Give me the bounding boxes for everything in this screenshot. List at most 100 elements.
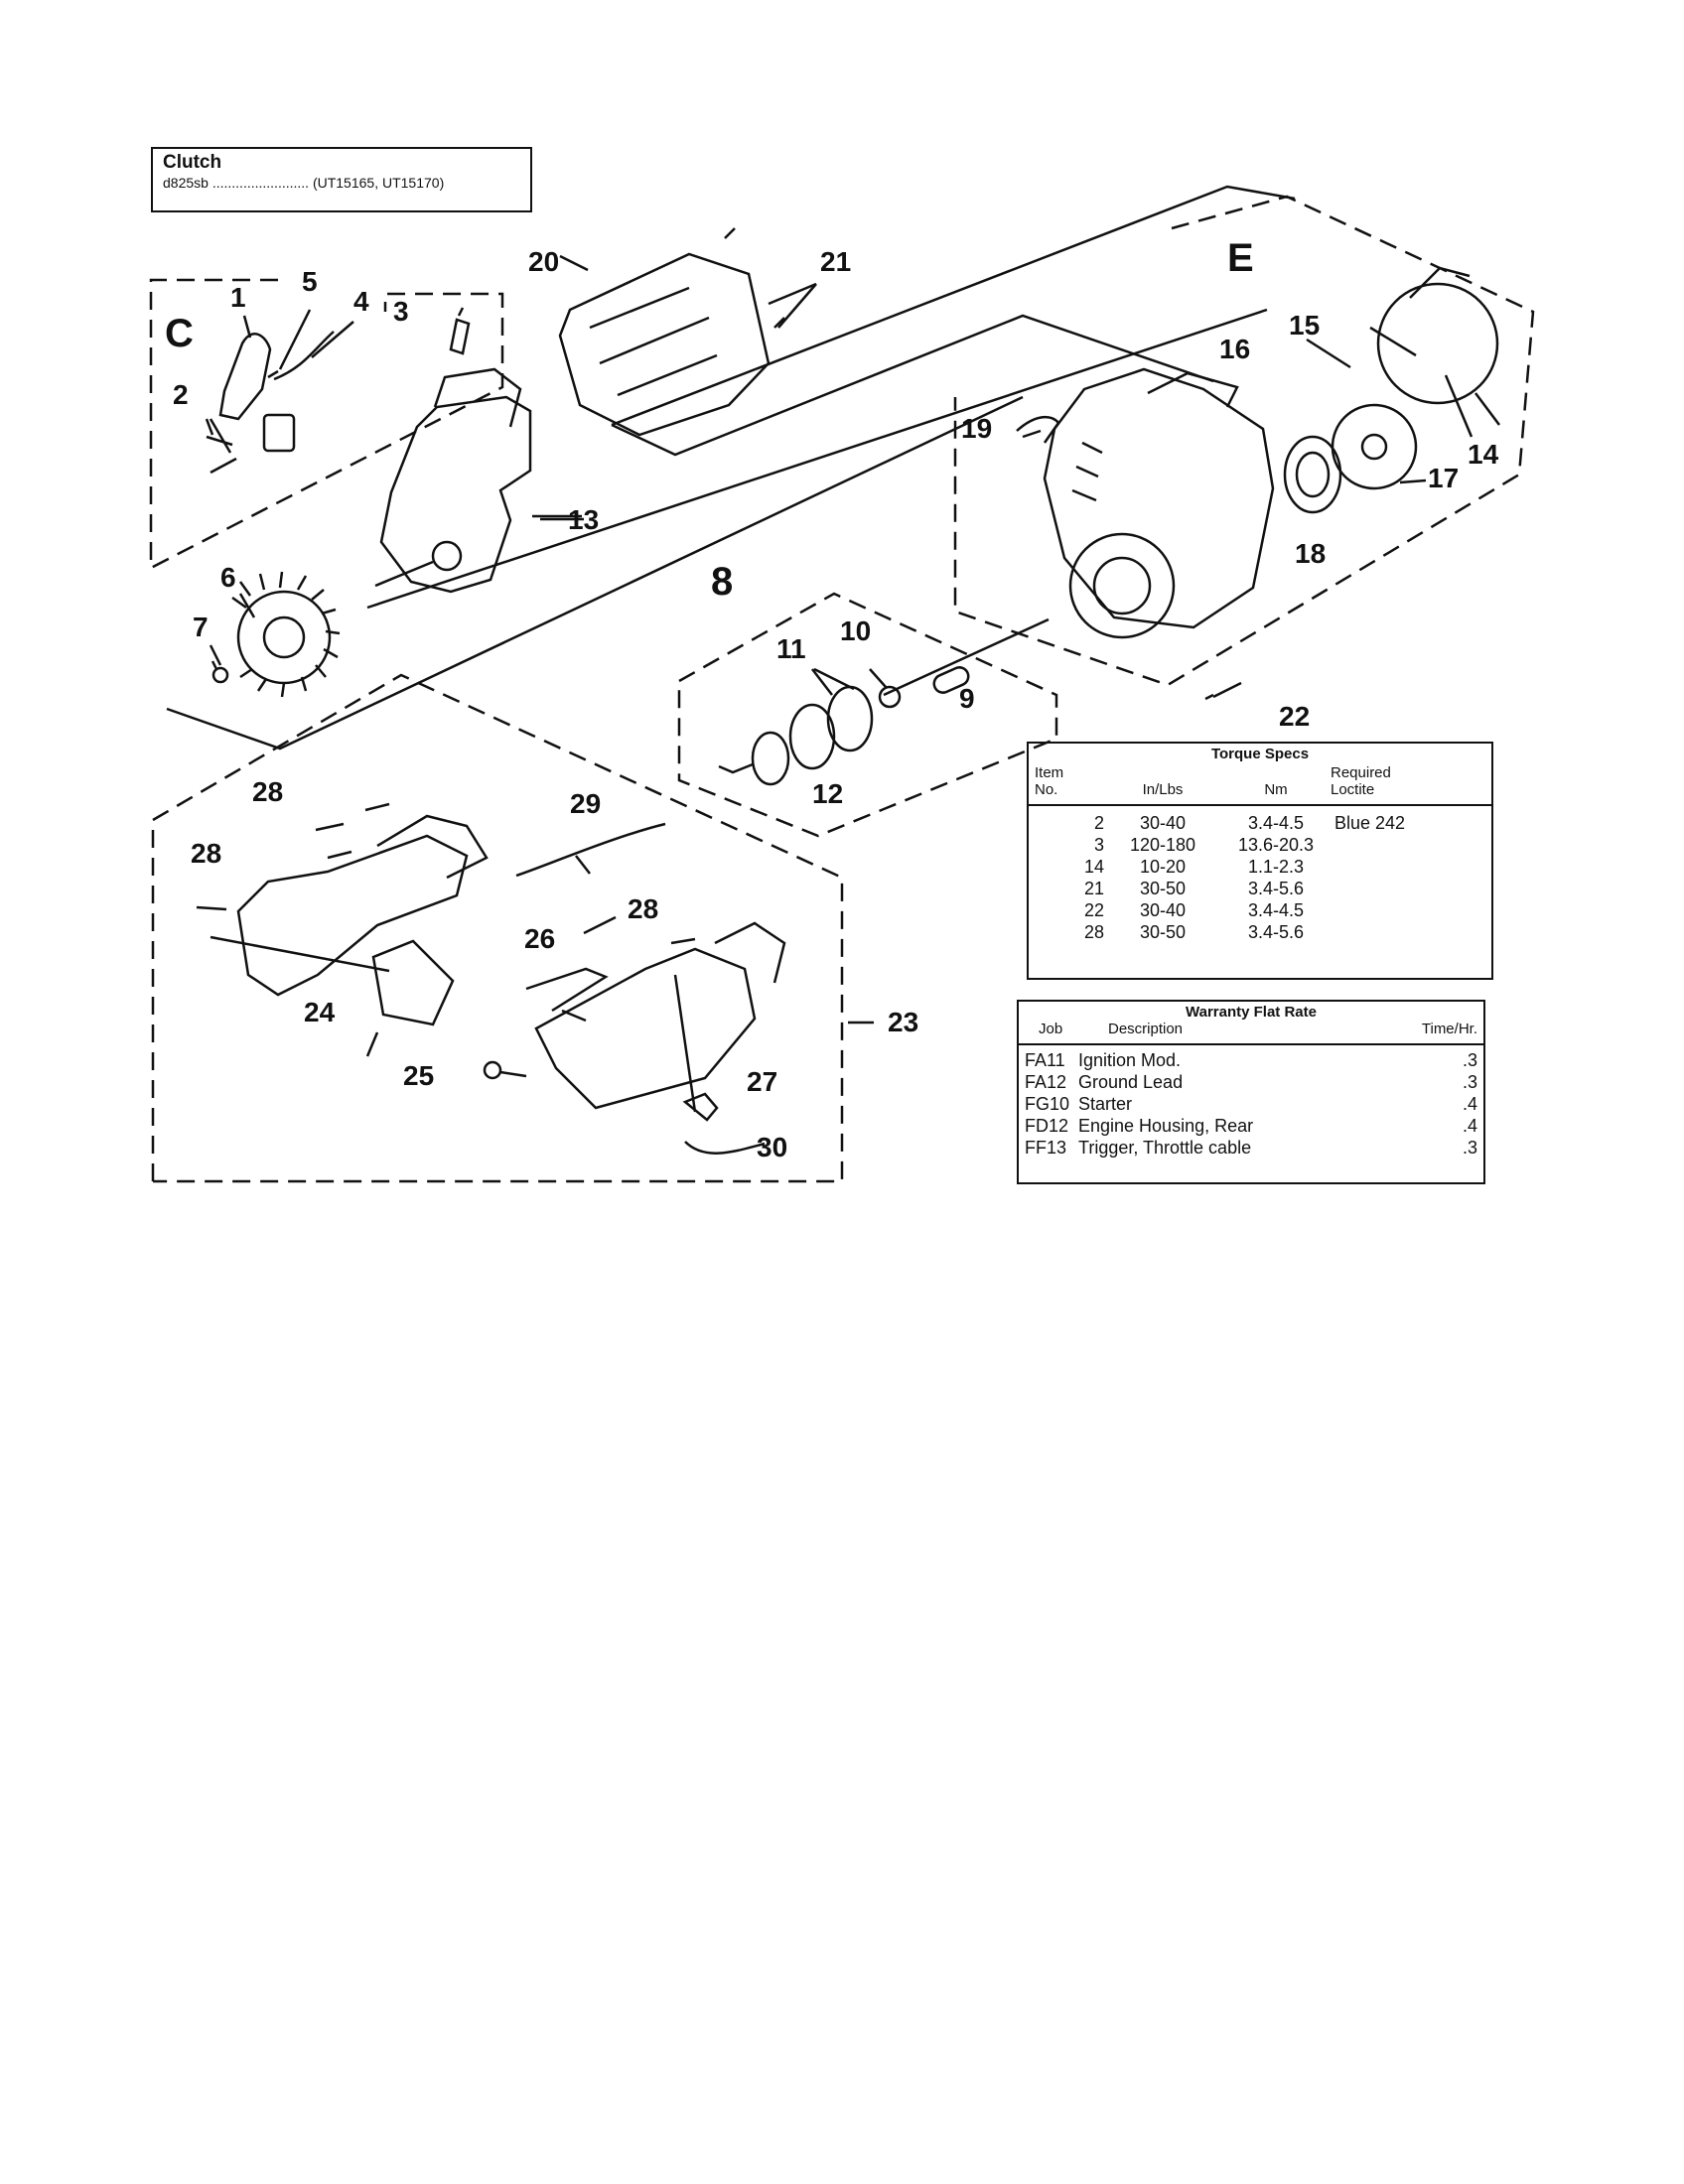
throttle-cable (515, 822, 666, 878)
callout-10: 10 (840, 615, 872, 646)
callout-6: 6 (220, 562, 236, 593)
warranty-job: FG10 (1025, 1094, 1070, 1114)
warranty-job: FA11 (1025, 1050, 1065, 1070)
torque-nm: 13.6-20.3 (1237, 835, 1315, 855)
callout-28-left: 28 (191, 838, 222, 869)
torque-inlbs: 30-40 (1139, 813, 1187, 833)
drive-shaft-line (366, 308, 1268, 610)
starter-housing-shape (1043, 367, 1275, 629)
callout-29: 29 (570, 788, 602, 819)
warranty-row: FA12 Ground Lead .3 (1025, 1071, 1477, 1093)
callout-18: 18 (1295, 538, 1327, 569)
pullover-line-upper (611, 185, 1296, 427)
warranty-time: .3 (1462, 1072, 1477, 1092)
callout-17: 17 (1428, 463, 1460, 493)
warranty-job: FF13 (1025, 1138, 1067, 1158)
starter-handle-shape (1016, 416, 1060, 444)
torque-item: 3 (1093, 835, 1104, 855)
callout-24: 24 (304, 997, 336, 1027)
torque-loctite (1331, 921, 1454, 943)
recoil-spring (1283, 435, 1342, 514)
torque-row: 28 30-50 3.4-5.6 (1035, 921, 1485, 943)
torque-loctite (1331, 856, 1454, 878)
torque-col-nm: Nm (1264, 781, 1288, 798)
callout-14: 14 (1468, 439, 1499, 470)
clutch-spacer (932, 666, 970, 694)
callout-11: 11 (776, 633, 806, 664)
warranty-time: .3 (1462, 1050, 1477, 1070)
torque-item: 2 (1093, 813, 1104, 833)
throttle-lever (525, 967, 609, 1013)
callout-5: 5 (302, 266, 318, 297)
warranty-job: FD12 (1025, 1116, 1069, 1136)
torque-loctite (1331, 899, 1454, 921)
torque-nm: 3.4-5.6 (1247, 922, 1305, 942)
torque-nm: 1.1-2.3 (1247, 857, 1305, 877)
throttle-housing-left (236, 834, 469, 997)
torque-col-inlbs: In/Lbs (1142, 781, 1184, 798)
warranty-col-desc: Description (1108, 1021, 1184, 1037)
torque-item: 21 (1083, 879, 1104, 898)
section-8-boundary (677, 592, 1058, 838)
warranty-col-time: Time/Hr. (1421, 1021, 1477, 1037)
model-line: d825sb ......................... (UT1516… (163, 175, 445, 191)
callout-30: 30 (757, 1132, 788, 1162)
torque-specs-title: Torque Specs (1210, 746, 1310, 762)
torque-inlbs: 120-180 (1129, 835, 1196, 855)
callout-12: 12 (812, 778, 844, 809)
callout-2: 2 (173, 379, 189, 410)
torque-col-loctite: Required Loctite (1331, 764, 1391, 798)
ground-lead-shape (273, 331, 335, 381)
clutch-shoe-2 (788, 703, 836, 770)
section-label-8: 8 (711, 560, 734, 604)
torque-loctite (1331, 878, 1454, 899)
torque-nm: 3.4-4.5 (1247, 900, 1305, 920)
starter-cover-plate (1376, 282, 1499, 405)
clutch-washer (878, 685, 902, 709)
warranty-description: Ignition Mod. (1078, 1050, 1182, 1070)
warranty-job: FA12 (1025, 1072, 1067, 1092)
torque-item: 28 (1083, 922, 1104, 942)
starter-pulley (1331, 403, 1418, 490)
throttle-housing-top (376, 814, 489, 880)
callout-21: 21 (820, 246, 852, 277)
torque-nm: 3.4-5.6 (1247, 879, 1305, 898)
callout-25: 25 (403, 1060, 435, 1091)
callout-22: 22 (1279, 701, 1311, 732)
stop-switch (682, 1092, 719, 1122)
section-c-boundary (149, 278, 504, 571)
callout-7: 7 (193, 612, 209, 642)
section-23-boundary (151, 673, 844, 1183)
handle-tube (534, 947, 757, 1110)
ignition-module-shape (218, 333, 272, 421)
warranty-title: Warranty Flat Rate (1186, 1004, 1317, 1021)
torque-row: 3 120-180 13.6-20.3 (1035, 834, 1485, 856)
warranty-col-job: Job (1039, 1021, 1063, 1037)
diagram-title: Clutch (163, 152, 222, 173)
ignition-bracket (262, 413, 296, 453)
warranty-time: .4 (1462, 1116, 1477, 1136)
torque-item: 14 (1083, 857, 1104, 877)
callout-13: 13 (568, 504, 600, 535)
title-box: Clutch d825sb ......................... … (151, 147, 532, 212)
torque-inlbs: 30-40 (1139, 900, 1187, 920)
section-label-e: E (1227, 236, 1254, 280)
section-label-c: C (165, 312, 194, 355)
torque-loctite (1331, 834, 1454, 856)
spark-plug-shape (449, 307, 471, 355)
torque-inlbs: 10-20 (1139, 857, 1187, 877)
warranty-description: Ground Lead (1078, 1072, 1184, 1092)
flywheel-nut (211, 666, 229, 684)
pullover-line-lower (611, 314, 1214, 457)
warranty-table: Warranty Flat Rate Job Description Time/… (1017, 1000, 1485, 1184)
clutch-hub (751, 731, 790, 786)
torque-inlbs: 30-50 (1139, 922, 1187, 942)
callout-19: 19 (961, 413, 993, 444)
callout-23: 23 (888, 1007, 919, 1037)
